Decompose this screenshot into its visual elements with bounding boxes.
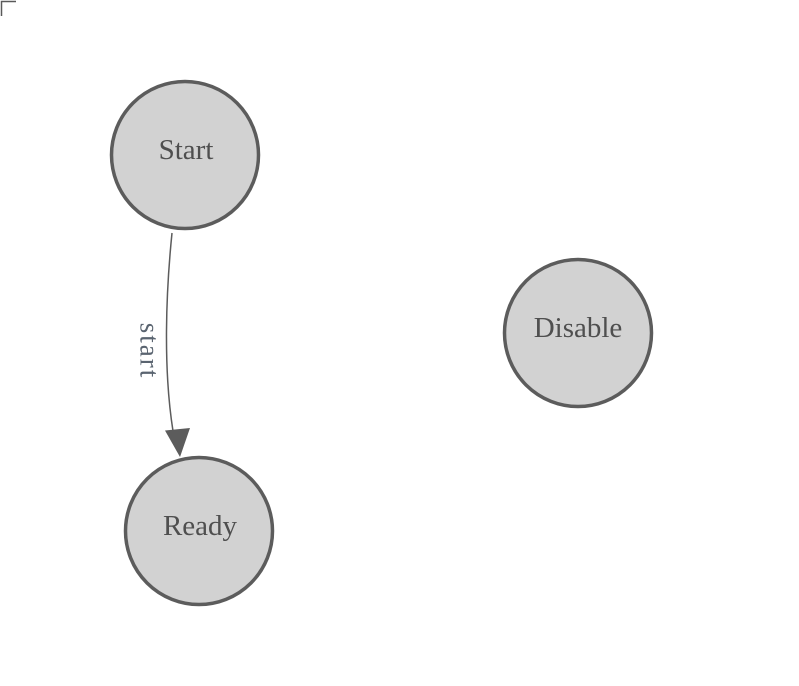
transition-label: start xyxy=(134,323,164,380)
state-circle-ready[interactable] xyxy=(123,455,275,607)
canvas-corner-mark xyxy=(0,0,16,16)
transition-path[interactable] xyxy=(165,232,174,432)
state-node-disable[interactable]: Disable xyxy=(502,257,654,409)
state-node-start[interactable]: Start xyxy=(109,79,261,231)
state-circle-disable[interactable] xyxy=(502,257,654,409)
state-circle-start[interactable] xyxy=(109,79,261,231)
arrowhead-icon xyxy=(165,428,190,457)
transition-edge-start-ready[interactable]: start xyxy=(134,232,190,457)
state-node-ready[interactable]: Ready xyxy=(123,455,275,607)
